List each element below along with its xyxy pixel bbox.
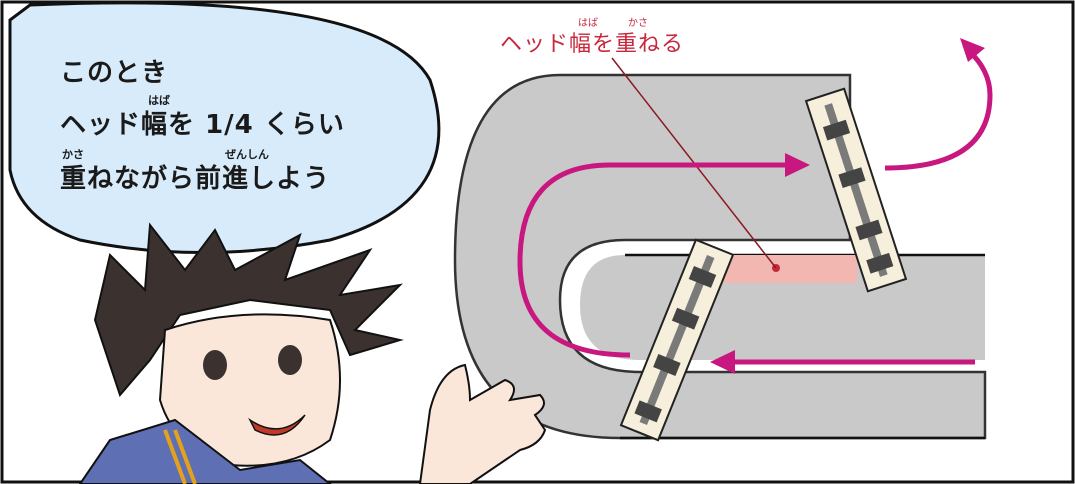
- turn-arrow-head: [960, 38, 985, 62]
- speech-line-3-c: 前進: [195, 164, 250, 194]
- speech-line-3-d: しよう: [249, 164, 331, 194]
- character-hand: [418, 363, 547, 484]
- speech-line-2-c: を 1/4 くらい: [168, 110, 345, 140]
- mop-head-upper: [804, 87, 908, 293]
- callout-ruby-haba: はば: [578, 18, 598, 29]
- overlap-area: [722, 255, 857, 283]
- turn-arrow: [884, 48, 993, 171]
- mop-head-lower: [619, 238, 735, 442]
- travel-path-arrow: [517, 162, 975, 365]
- speech-line-2: ヘッド幅を 1/4 くらい: [60, 104, 345, 141]
- ruby-zenshin: ぜんしん: [225, 148, 269, 161]
- speech-line-3: 重ねながら前進しよう: [60, 158, 330, 195]
- callout-ruby-kasa: かさ: [628, 18, 648, 29]
- ruby-haba: はば: [148, 94, 170, 107]
- speech-line-3-a: 重: [60, 164, 88, 194]
- character-eye-right: [278, 345, 302, 375]
- arrow-head-left: [710, 350, 735, 374]
- character-hair: [93, 222, 404, 397]
- speech-line-3-b: ねながら: [87, 164, 196, 194]
- lanyard: [163, 429, 197, 484]
- character-eye-left: [203, 350, 227, 380]
- speech-line-1: このとき: [60, 58, 169, 88]
- ruby-kasa: かさ: [62, 148, 84, 161]
- speech-bubble: [8, 1, 441, 254]
- arrow-head-right: [785, 153, 810, 177]
- character-uniform: [78, 418, 332, 484]
- character-mouth: [248, 414, 306, 436]
- callout-label: ヘッド幅を重ねる: [500, 32, 685, 57]
- speech-line-2-b: 幅: [141, 110, 169, 140]
- speech-line-2-a: ヘッド: [60, 110, 142, 140]
